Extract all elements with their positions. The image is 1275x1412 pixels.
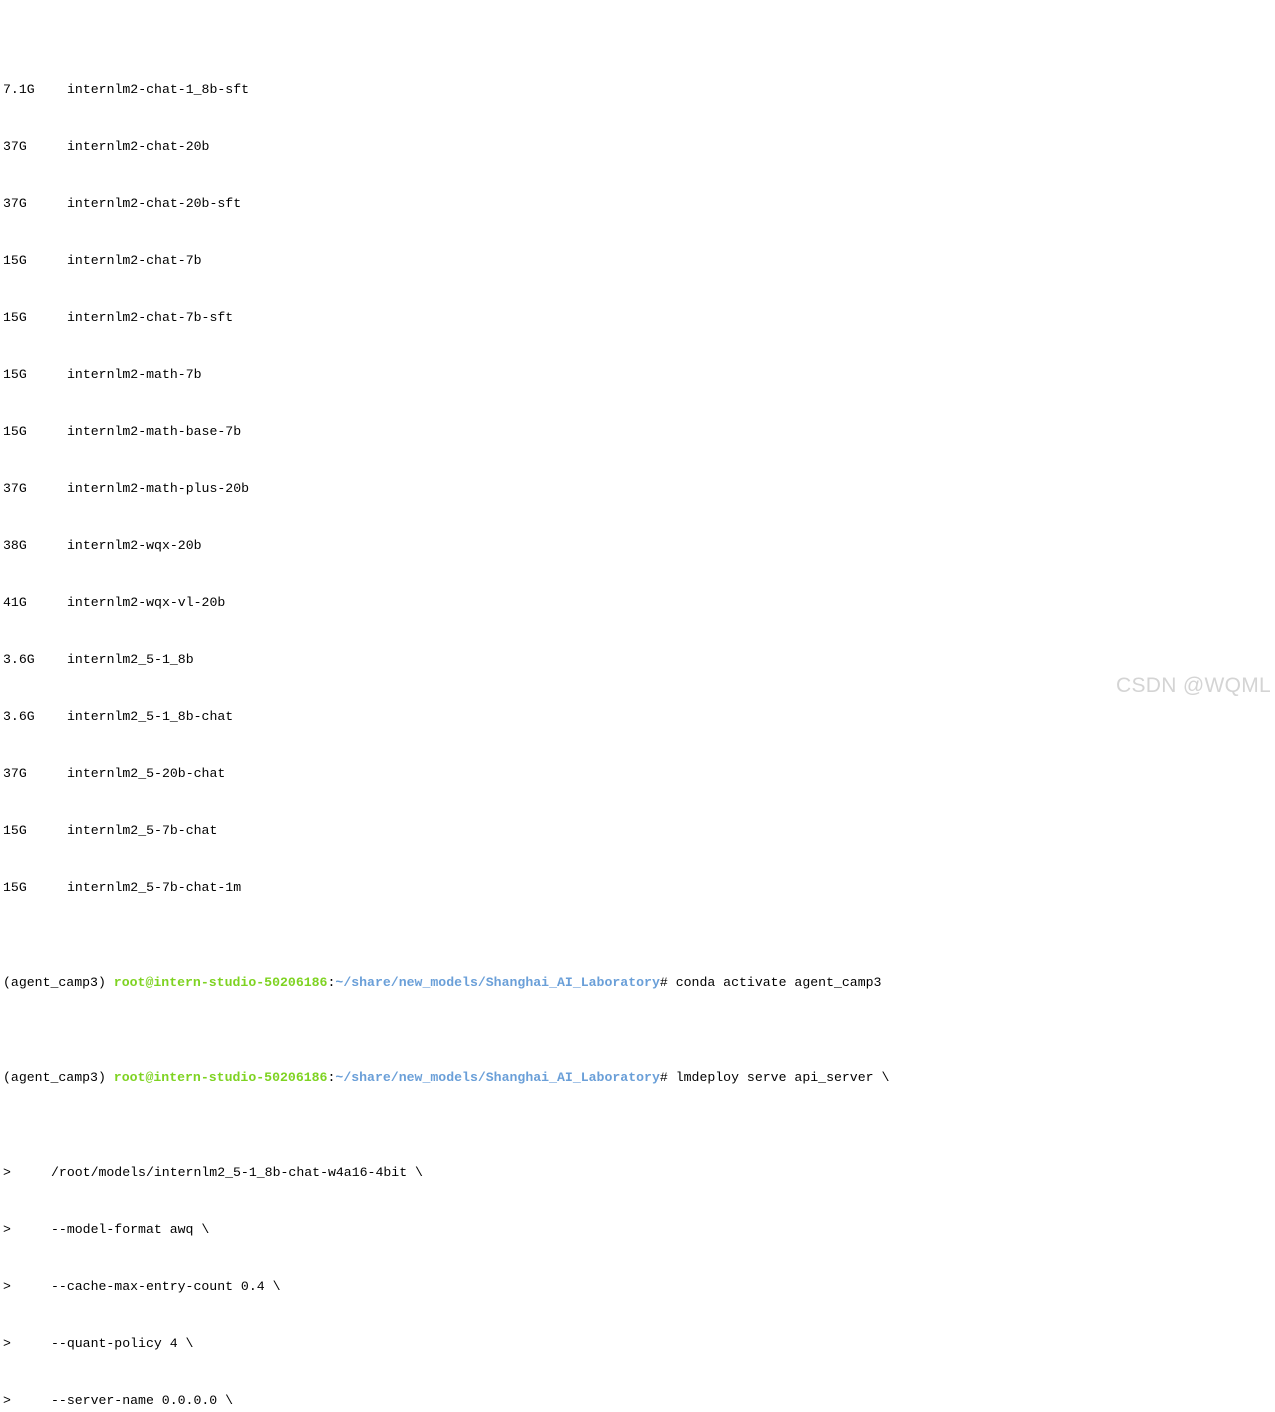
- model-row: 15G internlm2-math-7b: [3, 365, 889, 384]
- model-name: internlm2_5-1_8b-chat: [67, 709, 234, 724]
- model-size: 37G: [3, 196, 27, 211]
- model-size: 38G: [3, 538, 27, 553]
- model-size: 41G: [3, 595, 27, 610]
- model-size: 15G: [3, 823, 27, 838]
- model-row: 37G internlm2_5-20b-chat: [3, 764, 889, 783]
- continuation-marker: >: [3, 1393, 11, 1408]
- prompt-path: ~/share/new_models/Shanghai_AI_Laborator…: [335, 1070, 660, 1085]
- model-row: 3.6G internlm2_5-1_8b: [3, 650, 889, 669]
- continuation-line: > --model-format awq \: [3, 1220, 889, 1239]
- model-name: internlm2-wqx-20b: [67, 538, 202, 553]
- model-row: 15G internlm2-chat-7b-sft: [3, 308, 889, 327]
- model-name: internlm2-chat-1_8b-sft: [67, 82, 250, 97]
- shell-prompt-line: (agent_camp3) root@intern-studio-5020618…: [3, 1068, 889, 1087]
- model-row: 37G internlm2-chat-20b-sft: [3, 194, 889, 213]
- prompt-user-host: root@intern-studio-50206186: [113, 1070, 328, 1085]
- model-name: internlm2_5-7b-chat-1m: [67, 880, 242, 895]
- model-size: 37G: [3, 766, 27, 781]
- model-name: internlm2-chat-20b: [67, 139, 210, 154]
- prompt-user-host: root@intern-studio-50206186: [113, 975, 328, 990]
- model-name: internlm2-chat-20b-sft: [67, 196, 242, 211]
- model-row: 41G internlm2-wqx-vl-20b: [3, 593, 889, 612]
- model-row: 3.6G internlm2_5-1_8b-chat: [3, 707, 889, 726]
- prompt-colon: :: [327, 975, 336, 990]
- model-row: 15G internlm2_5-7b-chat-1m: [3, 878, 889, 897]
- terminal-output[interactable]: 7.1G internlm2-chat-1_8b-sft 37G internlm2…: [3, 4, 889, 1412]
- conda-env: (agent_camp3): [3, 1070, 114, 1085]
- command-text: conda activate agent_camp3: [675, 975, 882, 990]
- watermark: CSDN @WQML: [1116, 674, 1271, 697]
- model-row: 7.1G internlm2-chat-1_8b-sft: [3, 80, 889, 99]
- continuation-marker: >: [3, 1279, 11, 1294]
- continuation-marker: >: [3, 1336, 11, 1351]
- continuation-text: --model-format awq \: [51, 1222, 210, 1237]
- model-name: internlm2-math-7b: [67, 367, 202, 382]
- conda-env: (agent_camp3): [3, 975, 114, 990]
- prompt-symbol: #: [659, 1070, 676, 1085]
- prompt-colon: :: [327, 1070, 336, 1085]
- model-size: 15G: [3, 424, 27, 439]
- command-text: lmdeploy serve api_server \: [675, 1070, 890, 1085]
- model-size: 7.1G: [3, 82, 35, 97]
- model-size: 3.6G: [3, 709, 35, 724]
- model-row: 38G internlm2-wqx-20b: [3, 536, 889, 555]
- continuation-line: > --cache-max-entry-count 0.4 \: [3, 1277, 889, 1296]
- model-name: internlm2-math-plus-20b: [67, 481, 250, 496]
- model-size: 3.6G: [3, 652, 35, 667]
- model-size: 15G: [3, 253, 27, 268]
- model-name: internlm2-math-base-7b: [67, 424, 242, 439]
- continuation-line: > --server-name 0.0.0.0 \: [3, 1391, 889, 1410]
- continuation-line: > /root/models/internlm2_5-1_8b-chat-w4a1…: [3, 1163, 889, 1182]
- model-row: 15G internlm2-chat-7b: [3, 251, 889, 270]
- model-size: 15G: [3, 367, 27, 382]
- continuation-marker: >: [3, 1165, 11, 1180]
- prompt-symbol: #: [659, 975, 676, 990]
- model-name: internlm2_5-1_8b: [67, 652, 194, 667]
- continuation-marker: >: [3, 1222, 11, 1237]
- model-size: 15G: [3, 310, 27, 325]
- model-name: internlm2-wqx-vl-20b: [67, 595, 226, 610]
- model-size: 37G: [3, 481, 27, 496]
- model-size: 15G: [3, 880, 27, 895]
- continuation-text: --server-name 0.0.0.0 \: [51, 1393, 234, 1408]
- prompt-path: ~/share/new_models/Shanghai_AI_Laborator…: [335, 975, 660, 990]
- shell-prompt-line: (agent_camp3) root@intern-studio-5020618…: [3, 973, 889, 992]
- model-row: 37G internlm2-chat-20b: [3, 137, 889, 156]
- model-name: internlm2_5-20b-chat: [67, 766, 226, 781]
- model-row: 15G internlm2-math-base-7b: [3, 422, 889, 441]
- continuation-text: --cache-max-entry-count 0.4 \: [51, 1279, 281, 1294]
- model-name: internlm2-chat-7b: [67, 253, 202, 268]
- model-size: 37G: [3, 139, 27, 154]
- continuation-text: /root/models/internlm2_5-1_8b-chat-w4a16…: [51, 1165, 423, 1180]
- model-name: internlm2_5-7b-chat: [67, 823, 218, 838]
- continuation-line: > --quant-policy 4 \: [3, 1334, 889, 1353]
- continuation-text: --quant-policy 4 \: [51, 1336, 194, 1351]
- model-name: internlm2-chat-7b-sft: [67, 310, 234, 325]
- model-row: 15G internlm2_5-7b-chat: [3, 821, 889, 840]
- model-row: 37G internlm2-math-plus-20b: [3, 479, 889, 498]
